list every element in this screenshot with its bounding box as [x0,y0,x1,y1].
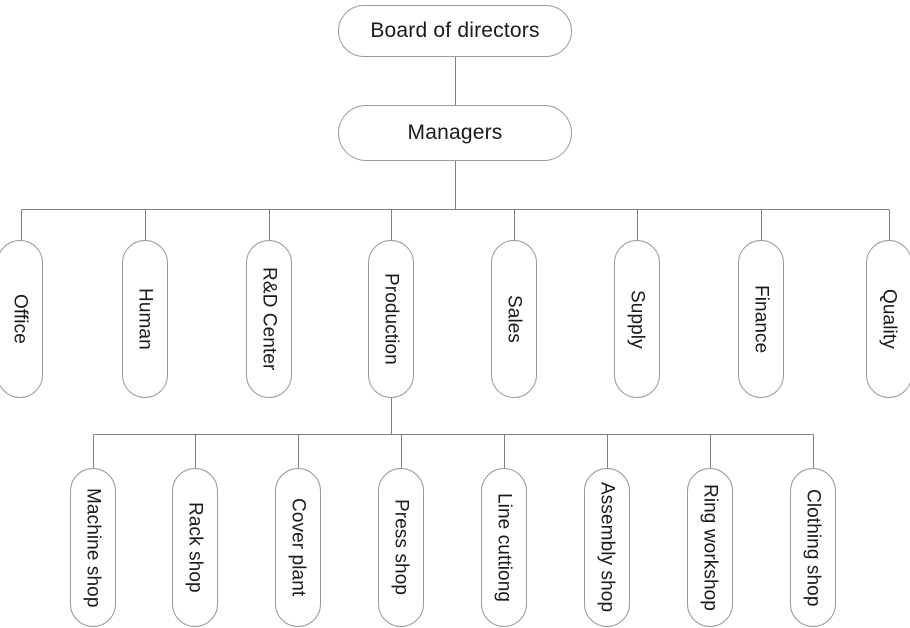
node-human[interactable]: Human [122,240,168,398]
node-label: Line cuttiong [493,492,515,603]
node-label: Quality [878,289,900,349]
node-label: Cover plant [287,498,309,597]
node-line-cuttiong[interactable]: Line cuttiong [481,468,527,627]
node-label: Ring workshop [699,484,721,611]
node-office[interactable]: Office [0,240,43,398]
node-sales[interactable]: Sales [491,240,537,398]
node-quality[interactable]: Quality [866,240,910,398]
node-rack-shop[interactable]: Rack shop [172,468,218,627]
node-supply[interactable]: Supply [614,240,660,398]
node-label: Board of directors [370,19,540,42]
node-label: Managers [407,121,503,144]
node-label: Rack shop [184,502,206,593]
node-press-shop[interactable]: Press shop [378,468,424,627]
node-managers[interactable]: Managers [338,105,572,161]
node-machine-shop[interactable]: Machine shop [70,468,116,627]
node-clothing-shop[interactable]: Clothing shop [790,468,836,627]
node-board-of-directors[interactable]: Board of directors [338,5,572,57]
node-label: Human [134,288,156,350]
node-label: Press shop [390,499,412,596]
node-rnd-center[interactable]: R&D Center [246,240,292,398]
node-label: Machine shop [82,487,104,608]
node-label: Finance [750,284,772,354]
node-label: Clothing shop [802,488,824,607]
node-label: Assembly shop [596,482,618,613]
node-cover-plant[interactable]: Cover plant [275,468,321,627]
node-label: Production [380,273,402,365]
node-ring-workshop[interactable]: Ring workshop [687,468,733,627]
node-label: R&D Center [258,267,280,371]
node-label: Sales [503,294,525,344]
node-assembly-shop[interactable]: Assembly shop [584,468,630,627]
node-label: Supply [626,289,648,349]
node-production[interactable]: Production [368,240,414,398]
node-finance[interactable]: Finance [738,240,784,398]
node-label: Office [9,294,31,344]
